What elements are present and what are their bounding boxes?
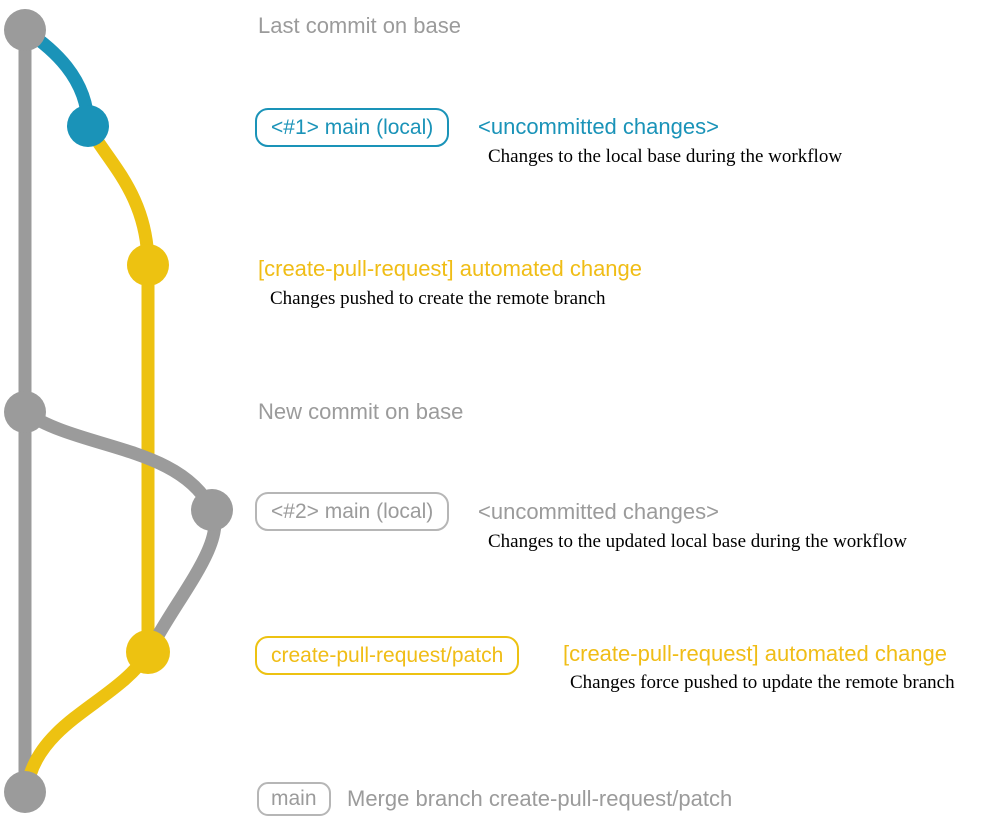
commit-node-main-1 [67,105,109,147]
uncommitted-changes-1-label: <uncommitted changes> [478,114,719,139]
pull-request-branch-path [81,119,155,659]
branch-badge-main: main [257,782,331,816]
last-commit-label: Last commit on base [258,13,461,38]
new-commit-label: New commit on base [258,399,464,424]
uncommitted-changes-2-label: <uncommitted changes> [478,499,719,524]
branch1-description: Changes to the local base during the wor… [488,146,843,167]
commit-node-last-base [4,9,46,51]
commit-node-main-2 [191,489,233,531]
merge-commit-label: Merge branch create-pull-request/patch [347,786,733,811]
main-local-2-branch-path [18,405,222,659]
branch2-description: Changes to the updated local base during… [488,531,907,552]
automated-change-2-label: [create-pull-request] automated change [563,641,948,666]
branch-badge-patch: create-pull-request/patch [255,636,520,675]
automated-change-1-label: [create-pull-request] automated change [258,256,643,281]
automated-change-2-description: Changes force pushed to update the remot… [570,672,955,693]
automated-change-1-description: Changes pushed to create the remote bran… [270,288,606,309]
commit-node-patch [126,630,170,674]
commit-node-merge [4,771,46,813]
commit-node-new-base [4,391,46,433]
commit-node-auto-change-1 [127,244,169,286]
merge-branch-path [20,645,156,792]
branch-badge-main-local-2: <#2> main (local) [255,492,450,531]
branch-badge-main-local-1: <#1> main (local) [255,108,450,147]
